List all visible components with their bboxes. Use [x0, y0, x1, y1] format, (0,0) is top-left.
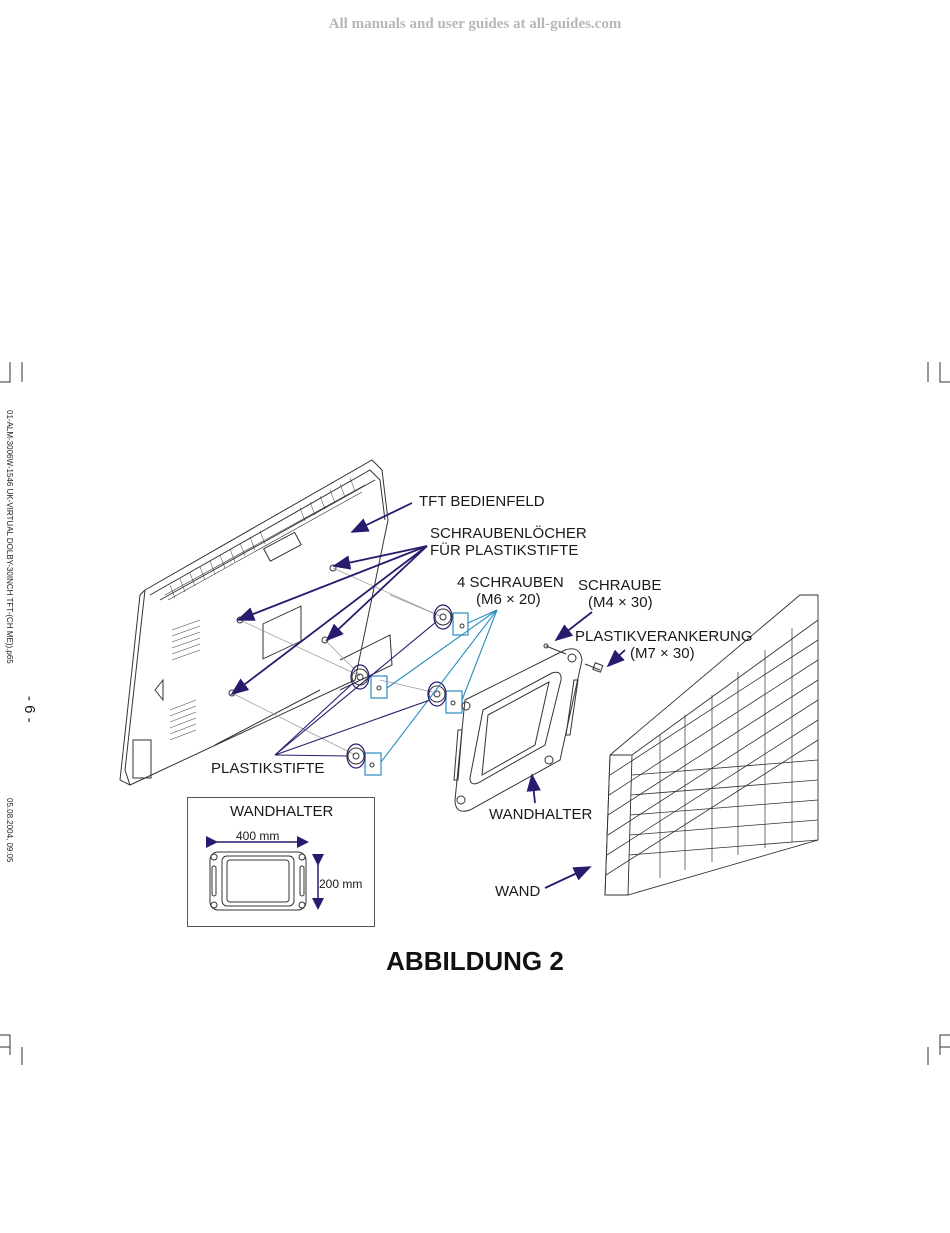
callout-lines-blue [380, 609, 498, 763]
figure-caption: ABBILDUNG 2 [386, 946, 564, 976]
label-screw-holes-line1: SCHRAUBENLÖCHER [430, 525, 587, 542]
monitor-back [119, 459, 393, 786]
label-anchor-line2: (M7 × 30) [630, 645, 695, 662]
inset-dimensions [206, 836, 324, 910]
label-plastic-pins: PLASTIKSTIFTE [211, 760, 325, 777]
inset-width-dimension: 400 mm [236, 829, 280, 843]
label-wall: WAND [495, 883, 541, 900]
label-bracket: WANDHALTER [489, 806, 593, 823]
screw-callout-boxes [364, 612, 469, 776]
inset-height-dimension: 200 mm [319, 877, 363, 891]
inset-bracket-dimensions [187, 797, 375, 927]
label-anchor-line1: PLASTIKVERANKERUNG [575, 628, 753, 645]
label-tft-panel: TFT BEDIENFELD [419, 493, 545, 510]
watermark-text: All manuals and user guides at all-guide… [328, 16, 622, 32]
screws-and-pins [347, 608, 465, 768]
wall-bracket [453, 648, 583, 812]
label-screw-holes-line2: FÜR PLASTIKSTIFTE [430, 542, 579, 559]
label-arrows [230, 502, 626, 889]
guide-lines [231, 567, 441, 756]
label-four-screws-line2: (M6 × 20) [476, 591, 541, 608]
callout-lines-pins [274, 621, 437, 757]
label-screw-line1: SCHRAUBE [578, 577, 662, 594]
brick-wall [604, 594, 819, 896]
label-four-screws-line1: 4 SCHRAUBEN [457, 574, 564, 591]
inset-bracket [209, 851, 307, 911]
inset-title: WANDHALTER [230, 803, 334, 820]
crop-marks [0, 362, 950, 1065]
screw-part [543, 643, 604, 673]
label-screw-line2: (M4 × 30) [588, 594, 653, 611]
